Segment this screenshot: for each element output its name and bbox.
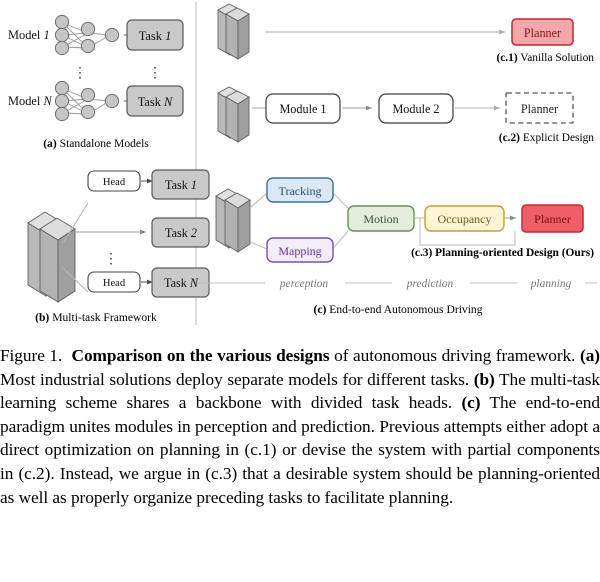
panel-b-head-label-1: Head	[103, 177, 126, 188]
c3-caption: (c.3) Planning-oriented Design (Ours)	[411, 247, 594, 259]
stage-label-prediction: prediction	[406, 278, 454, 290]
c3-join-mapping	[331, 230, 349, 251]
panel-c3: Tracking Mapping Motion Occupancy Planne…	[215, 177, 594, 263]
c3-skip-connection	[419, 218, 516, 246]
panel-a-network-2	[54, 80, 120, 122]
c3-planner-label: Planner	[534, 212, 571, 226]
caption-c-marker: (c)	[461, 393, 481, 413]
network-node	[80, 87, 96, 103]
caption-figure-number: Figure 1.	[0, 346, 63, 365]
panel-a-model-label-2: Model N	[8, 94, 52, 108]
panel-a: Model 1 Task 1 ⋮ ⋮	[8, 14, 184, 150]
c2-caption: (c.2) Explicit Design	[499, 132, 595, 144]
stage-label-planning: planning	[530, 278, 572, 290]
c3-join-tracking	[331, 191, 349, 209]
panel-a-model-label-1: Model 1	[8, 28, 50, 42]
c3-occupancy-label: Occupancy	[438, 212, 492, 226]
panel-a-task-box-2	[126, 85, 184, 117]
panel-b-caption: (b) Multi-task Framework	[35, 311, 157, 324]
c3-motion-label: Motion	[363, 212, 398, 226]
panel-a-task-label-2: Task N	[138, 95, 173, 109]
panel-c-stage-line: perception prediction planning	[198, 278, 597, 290]
panel-b-head-box-1	[87, 170, 141, 192]
c3-tracking-label: Tracking	[279, 184, 322, 198]
c3-occupancy-box	[424, 205, 505, 232]
panel-a-vdots-right: ⋮	[148, 66, 162, 81]
panel-b-task-box-1-real	[151, 169, 210, 200]
c2-module2-label: Module 2	[392, 102, 439, 116]
caption-body-3: The multi-task learning scheme shares a …	[0, 369, 600, 413]
c3-branch-mapping	[249, 241, 268, 250]
c3-backbone-icon	[215, 188, 251, 253]
panel-c2: Module 1 Module 2 Planner (c.2) Explicit…	[217, 86, 595, 144]
figure-diagram: Model 1 Task 1 ⋮ ⋮	[8, 2, 597, 325]
c2-planner-box	[505, 92, 574, 124]
panel-a-network-1	[54, 14, 120, 56]
network-node	[54, 40, 70, 56]
c2-module1-label: Module 1	[279, 102, 326, 116]
c2-backbone-icon	[217, 86, 250, 143]
c3-mapping-box	[266, 237, 334, 263]
network-node	[54, 93, 70, 109]
caption-body-4: The end-to-end paradigm unites modules i…	[0, 393, 600, 507]
caption-title: Comparison on the various designs	[71, 346, 330, 365]
panel-b-task-box-2	[151, 217, 210, 248]
panel-b-branch-2	[62, 267, 89, 293]
panel-b-head-box-2	[87, 271, 141, 293]
c1-backbone-icon	[217, 3, 250, 60]
panel-b-task-label-2: Task 2	[165, 226, 197, 240]
figure-svg: Model 1 Task 1 ⋮ ⋮	[8, 2, 597, 325]
c2-module1-box	[265, 93, 341, 124]
c1-planner-box	[511, 18, 574, 46]
c3-tracking-box	[266, 177, 334, 203]
panel-c: Planner (c.1) Vanilla Solution Module 1	[198, 3, 597, 316]
c3-planner-box	[521, 204, 584, 233]
figure-caption: Figure 1. Comparison on the various desi…	[0, 344, 600, 509]
c1-caption: (c.1) Vanilla Solution	[496, 52, 594, 64]
c3-mapping-label: Mapping	[278, 244, 321, 258]
network-node	[54, 80, 70, 96]
panel-b-head-label-2: Head	[103, 278, 126, 289]
caption-body-1: of autonomous driving framework.	[329, 346, 580, 365]
caption-a-marker: (a)	[580, 346, 600, 365]
network-node	[54, 14, 70, 30]
panel-b-branch-1	[62, 202, 89, 244]
c2-module2-box	[378, 93, 454, 124]
network-node	[54, 27, 70, 43]
panel-b-task-label-3: Task N	[164, 276, 199, 290]
panel-a-task-label-1: Task 1	[139, 29, 172, 43]
panel-a-vdots-left: ⋮	[73, 66, 87, 81]
network-node	[54, 106, 70, 122]
panel-b-backbone-icon	[27, 211, 76, 303]
panel-a-task-box-1	[126, 19, 184, 51]
network-node	[80, 21, 96, 37]
network-node	[104, 93, 120, 109]
network-node	[104, 27, 120, 43]
network-node	[80, 38, 96, 54]
caption-b-marker: (b)	[473, 369, 495, 389]
panel-a-caption: (a) Standalone Models	[43, 137, 149, 150]
c3-branch-tracking	[249, 192, 268, 209]
c2-planner-label: Planner	[521, 102, 558, 116]
caption-body-2: Most industrial solutions deploy separat…	[0, 369, 474, 389]
panel-b-vdots: ⋮	[104, 252, 118, 267]
panel-c1: Planner (c.1) Vanilla Solution	[217, 3, 594, 64]
network-node	[80, 104, 96, 120]
c1-planner-label: Planner	[524, 26, 561, 40]
stage-label-perception: perception	[279, 278, 329, 290]
panel-b-task-label-1: Task 1	[165, 178, 197, 192]
panel-c-caption: (c) End-to-end Autonomous Driving	[313, 303, 482, 316]
panel-b: Head Task 1 Task 2 ⋮ Head Task N (b) Mul…	[27, 169, 210, 324]
